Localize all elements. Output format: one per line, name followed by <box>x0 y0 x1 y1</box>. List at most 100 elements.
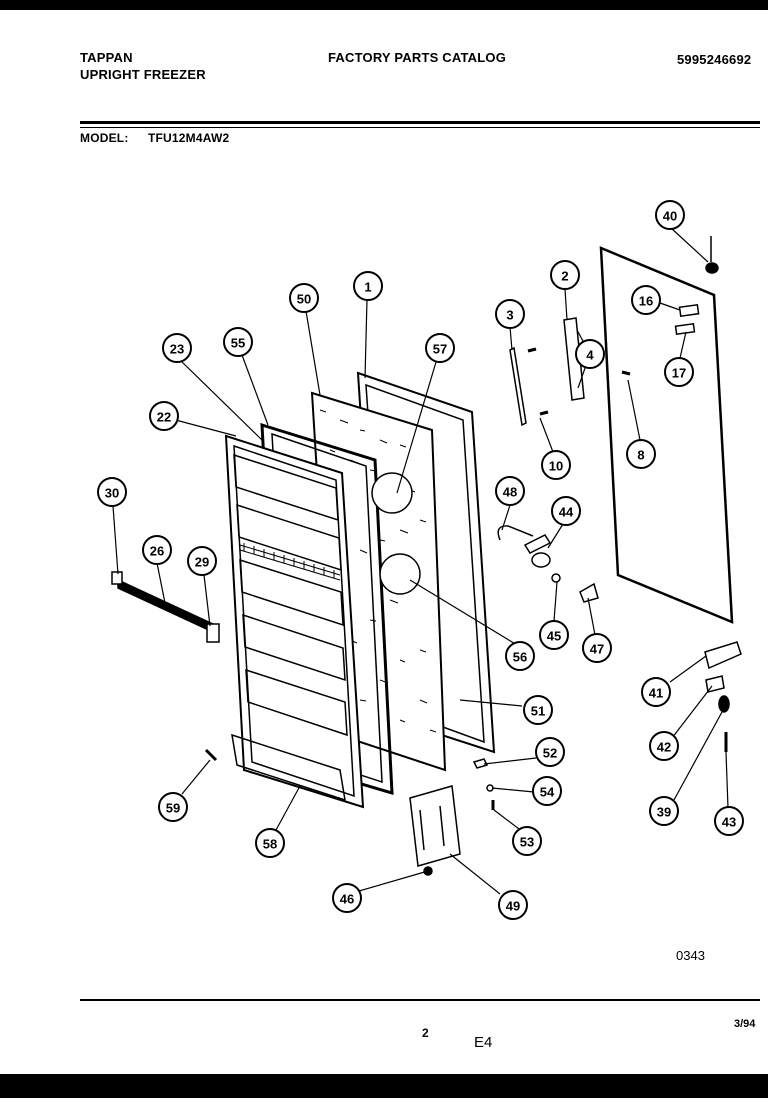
cap-47 <box>579 582 599 603</box>
svg-text:41: 41 <box>649 686 663 701</box>
drawing-code: 0343 <box>676 948 705 963</box>
bottom-border-bar <box>0 1074 768 1098</box>
callout-39: 39 <box>649 796 679 826</box>
callout-42: 42 <box>649 731 679 761</box>
inner-door-liner-edge <box>233 444 355 798</box>
svg-text:16: 16 <box>639 294 653 309</box>
svg-text:3: 3 <box>506 308 513 323</box>
callout-49: 49 <box>498 890 528 920</box>
handle-knob <box>531 552 551 568</box>
callout-50: 50 <box>289 283 319 313</box>
callout-26: 26 <box>142 535 172 565</box>
callout-56: 56 <box>505 641 535 671</box>
svg-text:1: 1 <box>364 280 371 295</box>
callout-41: 41 <box>641 677 671 707</box>
svg-text:23: 23 <box>170 342 184 357</box>
svg-text:43: 43 <box>722 815 736 830</box>
svg-text:2: 2 <box>561 269 568 284</box>
callout-16: 16 <box>631 285 661 315</box>
callout-58: 58 <box>255 828 285 858</box>
detail-56 <box>379 553 421 595</box>
screw-59 <box>204 748 218 762</box>
model-value: TFU12M4AW2 <box>148 131 230 145</box>
callout-43: 43 <box>714 806 744 836</box>
svg-text:42: 42 <box>657 740 671 755</box>
washer-45 <box>551 573 561 583</box>
door-stop-bar <box>117 578 216 635</box>
callout-3: 3 <box>495 299 525 329</box>
lower-hinge <box>704 641 742 670</box>
bracket-30 <box>111 571 123 585</box>
callout-53: 53 <box>512 826 542 856</box>
leader-lines <box>112 227 729 895</box>
brand-label: TAPPAN <box>80 50 133 65</box>
door-shelves <box>233 453 348 737</box>
callout-48: 48 <box>495 476 525 506</box>
svg-text:46: 46 <box>340 892 354 907</box>
callout-30: 30 <box>97 477 127 507</box>
callout-51: 51 <box>523 695 553 725</box>
page-number: 2 <box>422 1026 429 1040</box>
clip-52 <box>472 758 489 769</box>
svg-text:17: 17 <box>672 366 686 381</box>
product-label: UPRIGHT FREEZER <box>80 67 206 82</box>
callout-59: 59 <box>158 792 188 822</box>
svg-text:54: 54 <box>540 785 555 800</box>
detail-57 <box>371 472 413 514</box>
callout-45: 45 <box>539 620 569 650</box>
callout-10: 10 <box>541 450 571 480</box>
footer-rule <box>80 999 760 1001</box>
svg-text:53: 53 <box>520 835 534 850</box>
bracket-29 <box>206 623 220 643</box>
svg-text:8: 8 <box>637 448 644 463</box>
bushing-39 <box>718 695 730 713</box>
callout-52: 52 <box>535 737 565 767</box>
header-rule-thin <box>80 127 760 128</box>
svg-text:45: 45 <box>547 629 561 644</box>
svg-text:50: 50 <box>297 292 311 307</box>
revision-date: 3/94 <box>734 1018 756 1030</box>
model-label: MODEL: <box>80 131 129 145</box>
outer-door-panel <box>599 246 734 624</box>
svg-text:56: 56 <box>513 650 527 665</box>
callout-57: 57 <box>425 333 455 363</box>
svg-text:44: 44 <box>559 505 574 520</box>
svg-text:49: 49 <box>506 899 520 914</box>
kickplate <box>409 785 461 867</box>
callout-4: 4 <box>575 339 605 369</box>
svg-text:39: 39 <box>657 805 671 820</box>
callout-2: 2 <box>550 260 580 290</box>
callout-8: 8 <box>626 439 656 469</box>
hinge-plate <box>563 317 585 401</box>
svg-text:47: 47 <box>590 642 604 657</box>
svg-text:55: 55 <box>231 336 245 351</box>
label-plate <box>678 303 700 318</box>
callout-23: 23 <box>162 333 192 363</box>
callout-1: 1 <box>353 271 383 301</box>
svg-text:52: 52 <box>543 746 557 761</box>
catalog-title: FACTORY PARTS CATALOG <box>328 50 507 65</box>
svg-text:48: 48 <box>503 485 517 500</box>
callout-44: 44 <box>551 496 581 526</box>
svg-text:22: 22 <box>157 410 171 425</box>
top-border-bar <box>0 0 768 10</box>
callout-55: 55 <box>223 327 253 357</box>
section-code: E4 <box>474 1034 493 1051</box>
callout-47: 47 <box>582 633 612 663</box>
header-rule-thick <box>80 121 760 124</box>
handle-wire <box>497 525 534 541</box>
callout-54: 54 <box>532 776 562 806</box>
screw-head-40 <box>705 262 719 274</box>
handle-lever <box>523 534 552 554</box>
catalog-number: 5995246692 <box>677 52 752 67</box>
svg-text:58: 58 <box>263 837 277 852</box>
callout-46: 46 <box>332 883 362 913</box>
callout-29: 29 <box>187 546 217 576</box>
svg-text:10: 10 <box>549 459 563 474</box>
svg-text:26: 26 <box>150 544 164 559</box>
callout-17: 17 <box>664 357 694 387</box>
callout-40: 40 <box>655 200 685 230</box>
svg-text:30: 30 <box>105 486 119 501</box>
hinge-pin <box>509 346 527 427</box>
